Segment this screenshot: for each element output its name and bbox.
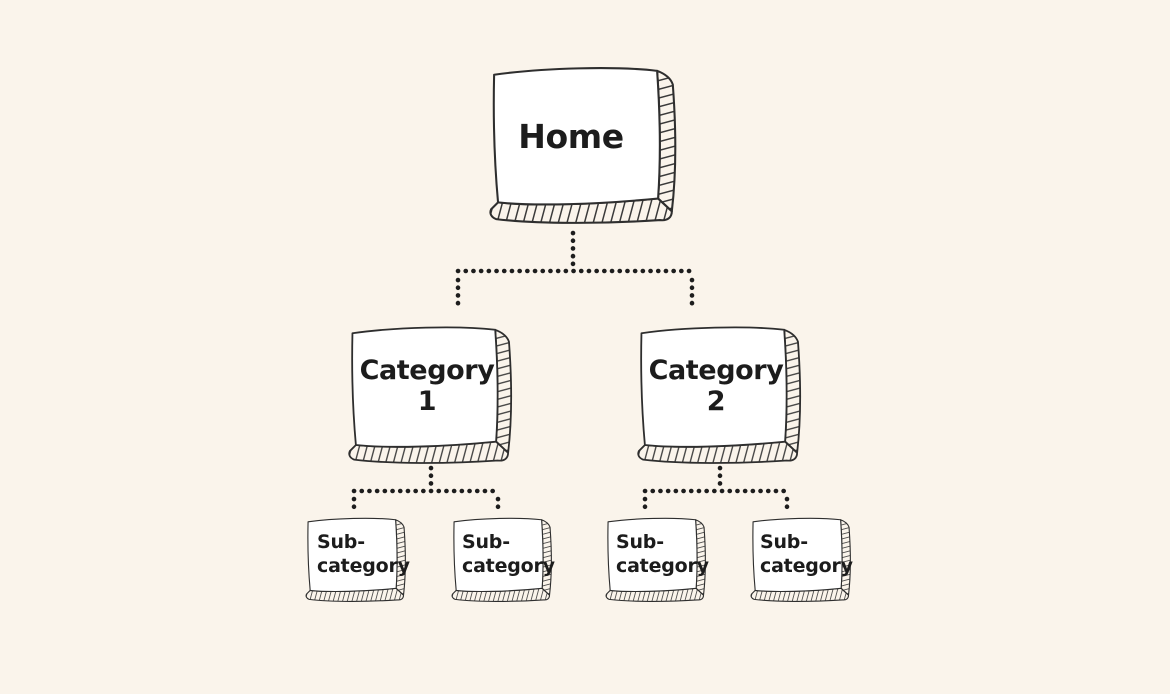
connector-category1-to-subcategories [351,465,501,514]
node-box-subcategory1 [305,517,406,602]
node-box-category2 [637,326,802,464]
connector-home-to-categories [455,230,695,312]
node-box-home [489,67,677,224]
node-box-subcategory4 [750,517,851,602]
node-box-category1 [348,326,513,464]
node-box-subcategory3 [605,517,706,602]
connector-category2-to-subcategories [642,465,790,514]
node-box-subcategory2 [451,517,552,602]
